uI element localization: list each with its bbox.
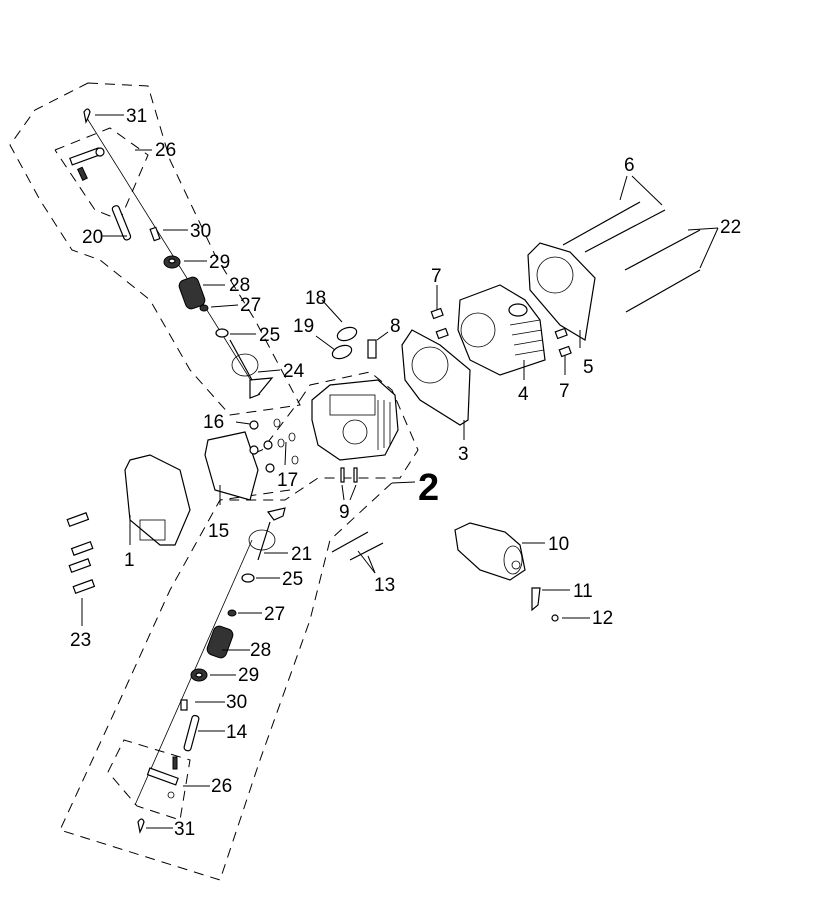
callout-7-upper: 7 [431, 266, 442, 287]
exhaust-valve-part [248, 507, 286, 561]
callout-1: 1 [124, 550, 135, 571]
callout-11: 11 [573, 581, 593, 602]
callout-4: 4 [518, 384, 529, 405]
stem-seal-part [215, 328, 229, 338]
callout-20: 20 [82, 227, 103, 248]
valve-cotter-part [137, 818, 145, 834]
callout-30-lower: 30 [226, 692, 247, 713]
cover-bolts-part [66, 512, 96, 595]
callout-labels: 31 26 20 30 29 28 27 25 24 18 19 8 16 17… [70, 106, 741, 840]
callout-26-lower: 26 [211, 776, 232, 797]
callout-16: 16 [203, 412, 224, 433]
temperature-sensor-part [367, 339, 377, 359]
cover-gasket-part [204, 431, 259, 501]
callout-29-upper: 29 [209, 252, 230, 273]
dowel-pins-cylinder-part [430, 307, 572, 358]
callout-8: 8 [390, 316, 401, 337]
rocker-arm-shaft-part [111, 205, 132, 241]
callout-27-lower: 27 [264, 604, 285, 625]
callout-21: 21 [291, 544, 312, 565]
callout-25-lower: 25 [282, 569, 303, 590]
intake-valve-part [229, 339, 274, 399]
cam-plate-part [531, 587, 541, 612]
callout-29-lower: 29 [238, 665, 259, 686]
callout-7-lower: 7 [559, 381, 570, 402]
callout-2-assembly: 2 [418, 467, 439, 509]
spring-seat-part [199, 304, 209, 312]
callout-14: 14 [226, 722, 248, 743]
upper-valve-stack [69, 108, 274, 399]
head-cover-part [124, 454, 191, 546]
callout-9: 9 [339, 502, 350, 523]
callout-19: 19 [293, 316, 314, 337]
washers-part [273, 418, 299, 465]
callout-22: 22 [720, 217, 741, 238]
callout-25-upper: 25 [259, 325, 280, 346]
valve-cotter-part [180, 699, 188, 711]
cylinder-part [457, 284, 546, 376]
flange-bolts-part [331, 531, 384, 561]
callout-13: 13 [374, 575, 395, 596]
callout-26-upper: 26 [155, 140, 176, 161]
callout-31-lower: 31 [174, 819, 195, 840]
gasket-rear-part [527, 242, 596, 341]
cylinder-head-part [311, 379, 399, 461]
callout-15: 15 [208, 521, 229, 542]
valve-cotter-part [83, 108, 91, 124]
nuts-part [249, 420, 275, 473]
valve-cotter-part [149, 226, 161, 242]
callout-18: 18 [305, 288, 326, 309]
callout-17: 17 [277, 470, 298, 491]
rocker-arm-shaft-part [183, 714, 200, 752]
gasket-front-part [401, 329, 471, 426]
lower-valve-group-outline [59, 479, 396, 881]
callout-27-upper: 27 [240, 295, 261, 316]
stem-seal-part [241, 573, 255, 583]
stud-bolts-part [562, 201, 701, 313]
valve-spring-part [178, 276, 206, 310]
callout-31-upper: 31 [126, 106, 147, 127]
lower-valve-stack [134, 507, 286, 834]
callout-3: 3 [458, 444, 469, 465]
callout-23: 23 [70, 630, 91, 651]
valve-spring-part [206, 625, 234, 659]
dowel-pins-part [340, 467, 358, 483]
callout-10: 10 [548, 534, 569, 555]
callout-24: 24 [283, 361, 305, 382]
callout-28-lower: 28 [250, 640, 271, 661]
callout-6: 6 [624, 155, 635, 176]
cam-bolt-part [551, 614, 559, 622]
spring-seat-part [227, 609, 237, 617]
rocker-arm-part [146, 756, 179, 799]
callout-12: 12 [592, 608, 613, 629]
callout-5: 5 [583, 357, 594, 378]
insulator-parts [331, 326, 358, 360]
upper-valve-group-outline [9, 82, 301, 416]
leader-lines [81, 114, 719, 829]
camshaft-part [454, 522, 526, 581]
rocker-arm-part [69, 147, 105, 181]
callout-30-upper: 30 [190, 221, 211, 242]
callout-28-upper: 28 [229, 275, 250, 296]
